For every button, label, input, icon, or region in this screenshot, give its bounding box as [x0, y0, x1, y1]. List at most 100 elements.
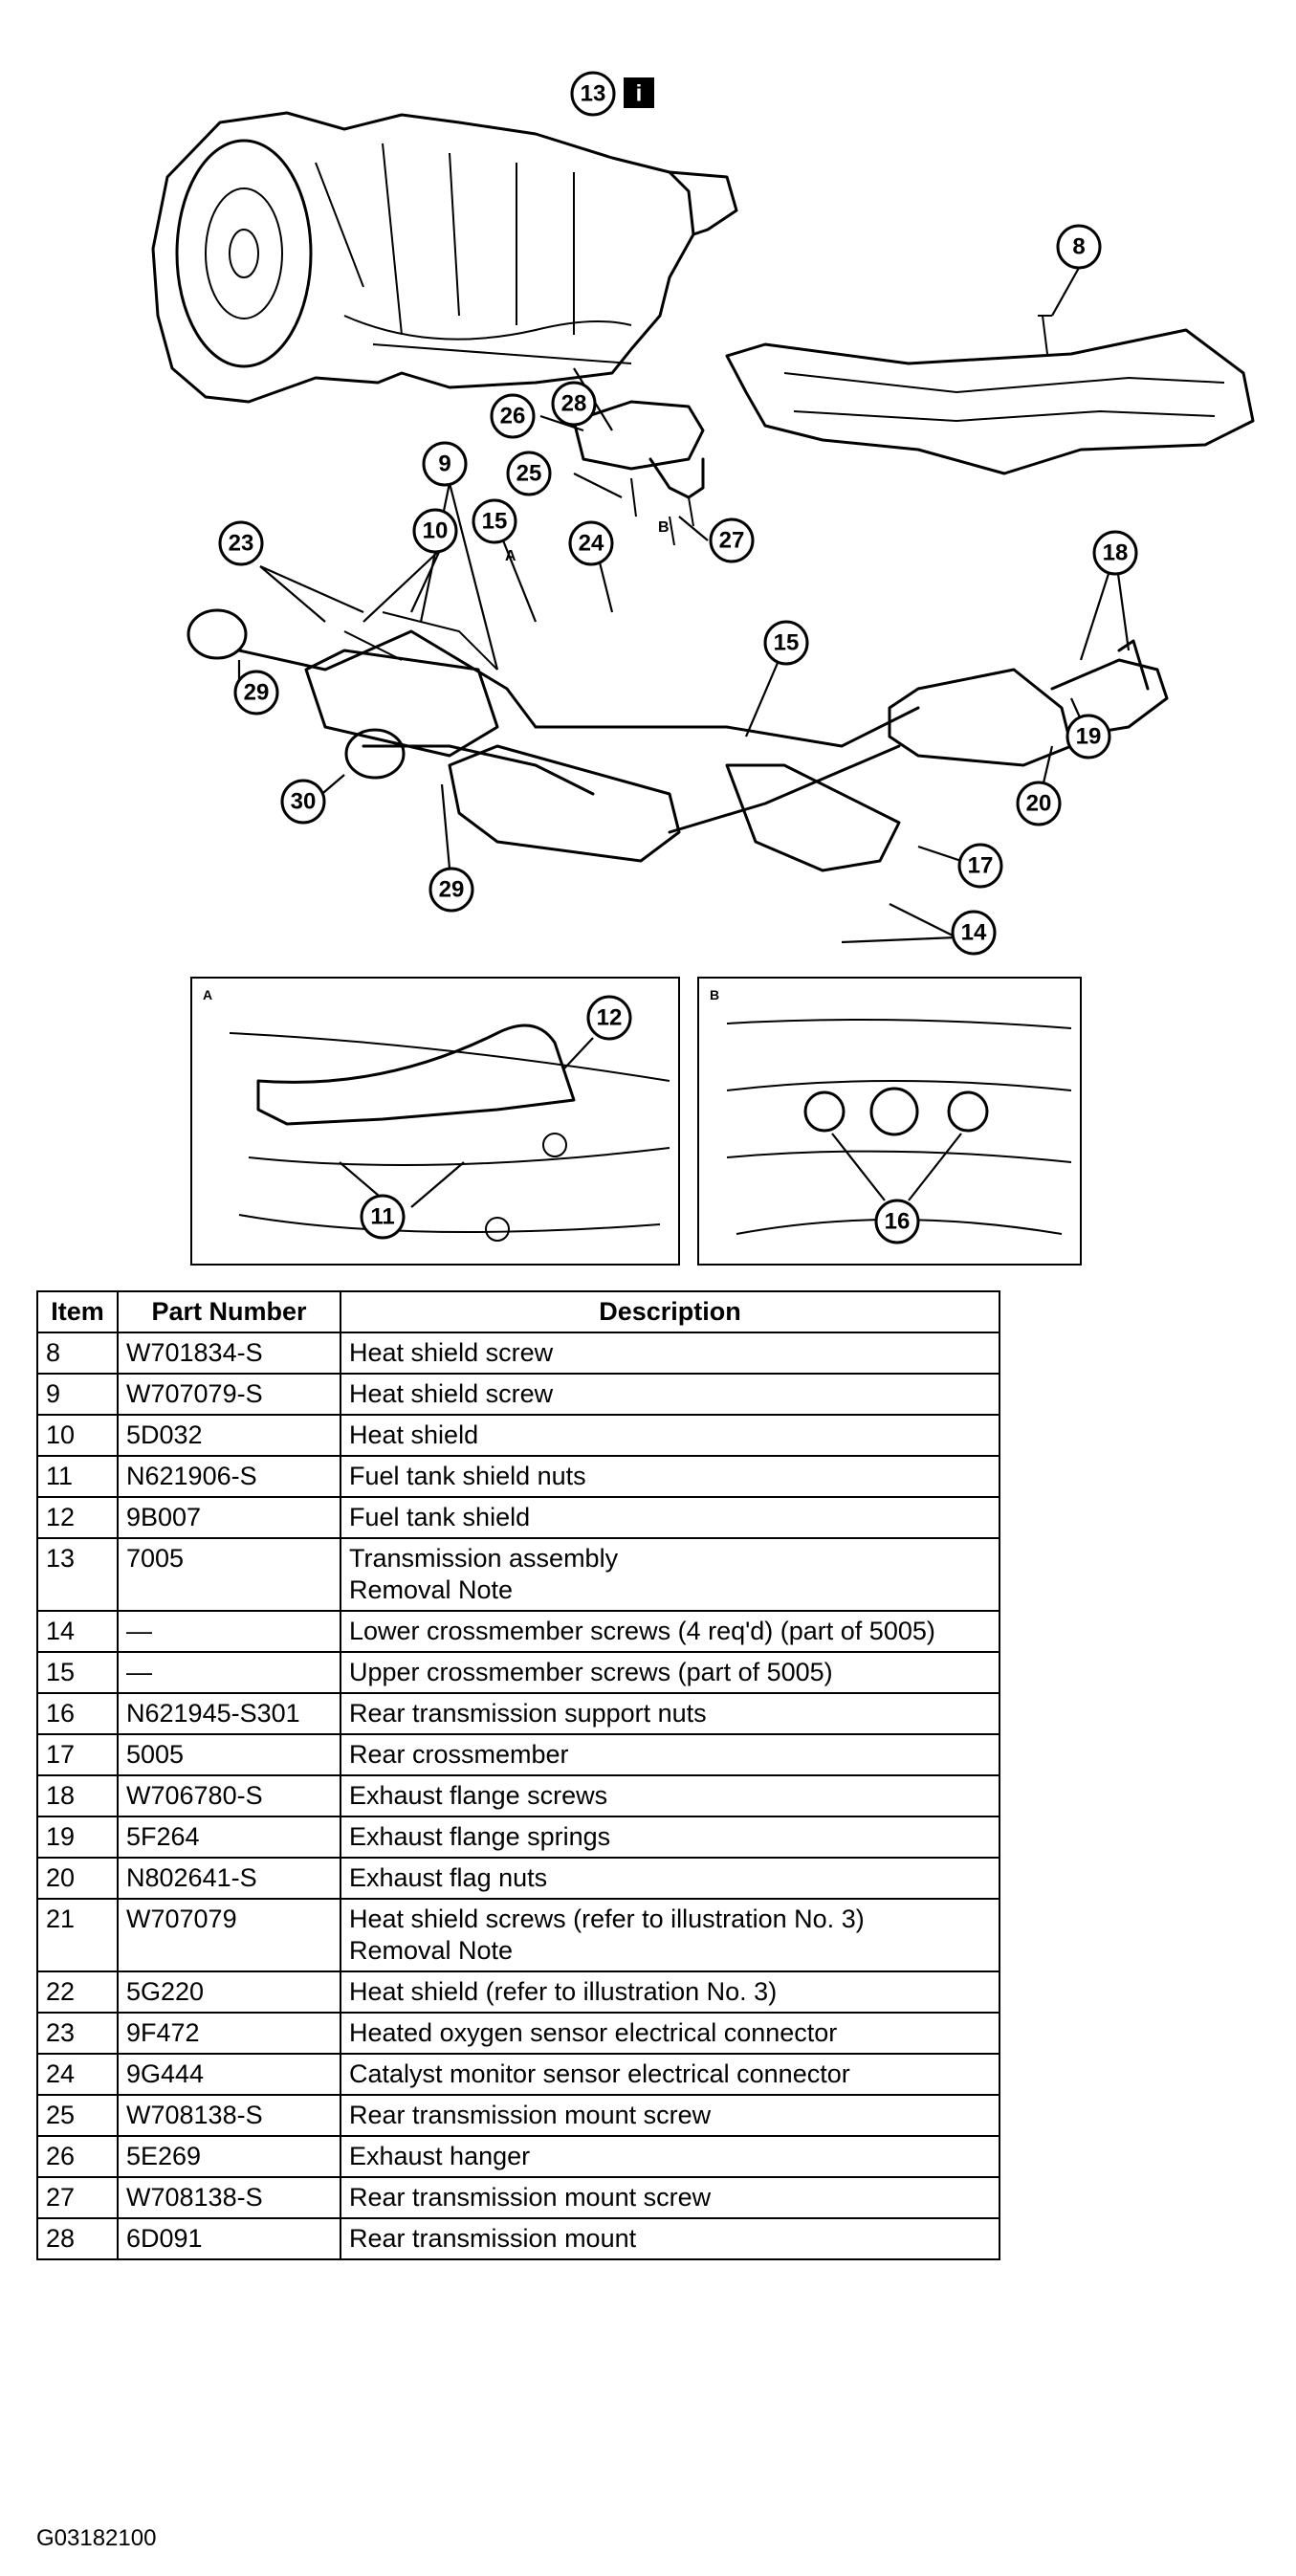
cell-item: 12 [36, 1496, 119, 1539]
cell-part-number: 7005 [117, 1537, 341, 1612]
callout-28: 28 [551, 381, 597, 427]
cell-part-number: 5G220 [117, 1971, 341, 2014]
cell-item: 14 [36, 1610, 119, 1653]
svg-text:28: 28 [561, 391, 587, 417]
cell-part-number: W706780-S [117, 1774, 341, 1817]
inset-a-label: A [203, 987, 212, 1002]
cell-item: 11 [36, 1455, 119, 1498]
cell-item: 19 [36, 1816, 119, 1859]
header-part-number: Part Number [117, 1290, 341, 1333]
leader-lines [237, 94, 1131, 944]
description-line: Exhaust hanger [349, 2142, 531, 2170]
description-line: Removal Note [349, 1575, 514, 1604]
cell-description: Heat shield [340, 1414, 1000, 1457]
cell-description: Fuel tank shield nuts [340, 1455, 1000, 1498]
callout-9: 9 [422, 441, 468, 487]
cell-description: Rear crossmember [340, 1733, 1000, 1776]
cell-part-number: 5D032 [117, 1414, 341, 1457]
cell-item: 24 [36, 2053, 119, 2096]
description-line: Fuel tank shield [349, 1503, 531, 1531]
cell-description: Catalyst monitor sensor electrical conne… [340, 2053, 1000, 2096]
cell-item: 9 [36, 1373, 119, 1416]
cell-part-number: 9B007 [117, 1496, 341, 1539]
cell-item: 22 [36, 1971, 119, 2014]
cell-item: 16 [36, 1692, 119, 1735]
svg-text:24: 24 [579, 531, 604, 557]
cell-part-number: N621906-S [117, 1455, 341, 1498]
cell-description: Exhaust hanger [340, 2135, 1000, 2178]
cell-description: Rear transmission mount screw [340, 2176, 1000, 2219]
svg-text:11: 11 [370, 1204, 394, 1230]
svg-text:10: 10 [423, 518, 449, 544]
cell-item: 27 [36, 2176, 119, 2219]
description-line: Rear transmission mount [349, 2224, 637, 2253]
callout-23: 23 [218, 520, 264, 566]
description-line: Heated oxygen sensor electrical connecto… [349, 2018, 838, 2047]
cell-description: Exhaust flange springs [340, 1816, 1000, 1859]
callout-26: 26 [490, 393, 536, 439]
cell-description: Rear transmission support nuts [340, 1692, 1000, 1735]
svg-text:27: 27 [719, 528, 745, 554]
cell-part-number: N802641-S [117, 1857, 341, 1900]
cell-part-number: — [117, 1610, 341, 1653]
callout-14: 14 [951, 910, 997, 956]
cell-item: 8 [36, 1332, 119, 1375]
rear-transmission-mount [572, 400, 705, 546]
cell-part-number: W708138-S [117, 2094, 341, 2137]
callout-19: 19 [1065, 714, 1111, 760]
figure-id: G03182100 [36, 2525, 157, 2551]
cell-item: 25 [36, 2094, 119, 2137]
cell-part-number: 5F264 [117, 1816, 341, 1859]
cell-part-number: 5E269 [117, 2135, 341, 2178]
cell-item: 21 [36, 1898, 119, 1972]
cell-item: 10 [36, 1414, 119, 1457]
callout-15-lower: 15 [763, 620, 809, 666]
inset-a: A [190, 977, 680, 1266]
callout-29-bottom: 29 [428, 867, 474, 913]
table-row: 15—Upper crossmember screws (part of 500… [36, 1651, 1000, 1694]
svg-text:13: 13 [581, 81, 606, 107]
cell-description: Fuel tank shield [340, 1496, 1000, 1539]
callout-18: 18 [1092, 530, 1138, 576]
cell-item: 20 [36, 1857, 119, 1900]
cell-description: Heat shield (refer to illustration No. 3… [340, 1971, 1000, 2014]
svg-text:15: 15 [482, 509, 508, 535]
cell-description: Exhaust flange screws [340, 1774, 1000, 1817]
cell-description: Rear transmission mount [340, 2217, 1000, 2260]
svg-text:26: 26 [500, 404, 526, 429]
description-line: Heat shield screw [349, 1338, 554, 1367]
svg-text:16: 16 [885, 1209, 911, 1235]
callout-27: 27 [709, 517, 755, 563]
cell-item: 18 [36, 1774, 119, 1817]
svg-text:15: 15 [774, 630, 800, 656]
cell-item: 28 [36, 2217, 119, 2260]
info-icon: i [624, 77, 654, 108]
svg-text:i: i [636, 81, 643, 107]
cell-part-number: 9G444 [117, 2053, 341, 2096]
callout-16: 16 [874, 1199, 920, 1244]
callout-12: 12 [586, 995, 632, 1041]
exploded-view-illustration: A B [151, 71, 1255, 1266]
cell-part-number: 5005 [117, 1733, 341, 1776]
svg-text:18: 18 [1103, 540, 1129, 566]
description-line: Heat shield screw [349, 1379, 554, 1408]
cell-item: 17 [36, 1733, 119, 1776]
svg-text:23: 23 [229, 531, 254, 557]
cell-description: Lower crossmember screws (4 req'd) (part… [340, 1610, 1000, 1653]
cell-part-number: 6D091 [117, 2217, 341, 2260]
svg-text:20: 20 [1026, 791, 1052, 817]
cell-item: 23 [36, 2012, 119, 2055]
svg-text:25: 25 [516, 461, 542, 487]
